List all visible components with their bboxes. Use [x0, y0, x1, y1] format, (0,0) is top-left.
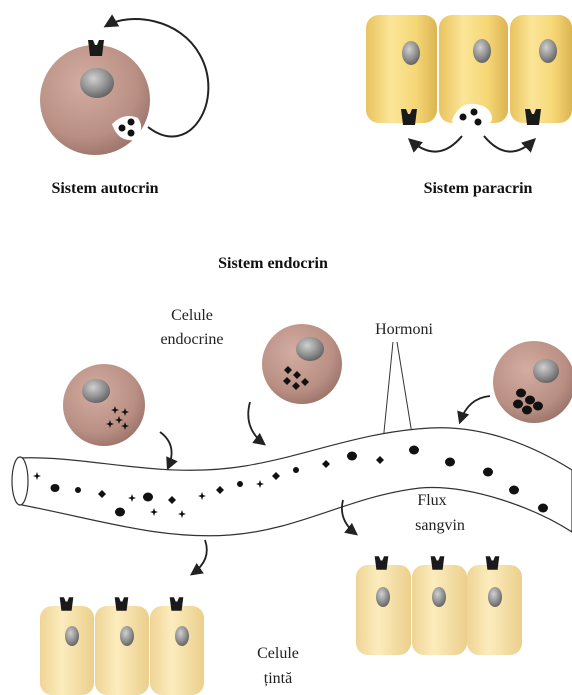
curved-arrow-icon	[160, 432, 172, 468]
paracrine-panel: Sistem paracrin	[366, 15, 572, 197]
hormones-pointer	[397, 342, 413, 440]
target-cells-left	[40, 597, 204, 695]
target-nucleus	[488, 587, 502, 607]
hormone-blob	[516, 389, 526, 398]
curved-arrow-icon	[410, 136, 462, 152]
hormone-blob	[483, 468, 493, 477]
hormone-dot	[460, 114, 467, 121]
target-cell	[40, 606, 94, 695]
autocrine-panel: Sistem autocrin	[40, 19, 208, 197]
endocrine-nucleus	[296, 337, 324, 361]
hormone-dot	[237, 481, 243, 487]
hormone-blob	[347, 452, 357, 461]
hormone-blob	[538, 504, 548, 513]
hormone-blob	[522, 406, 532, 415]
hormone-blob	[525, 396, 535, 405]
endocrine-cell	[63, 364, 145, 446]
target-cell	[95, 606, 149, 695]
autocrine-receptor	[88, 40, 104, 56]
target-nucleus	[432, 587, 446, 607]
hormone-blob	[533, 402, 543, 411]
paracrine-nucleus	[402, 41, 420, 65]
target-nucleus	[175, 626, 189, 646]
curved-arrow-icon	[248, 402, 264, 444]
target-receptor	[60, 597, 74, 611]
target-cell	[150, 606, 204, 695]
paracrine-cell	[510, 15, 572, 123]
curved-arrow-icon	[192, 540, 207, 574]
target-cells-label: țintă	[264, 670, 292, 687]
endocrine-cells-label: Celule	[171, 307, 213, 324]
target-receptor	[486, 556, 500, 570]
target-receptor	[170, 597, 184, 611]
blood-flow-label: Flux	[417, 492, 446, 509]
hormone-dot	[293, 467, 299, 473]
blood-flow-label: sangvin	[415, 517, 465, 534]
hormone-dot	[475, 119, 482, 126]
endocrine-cell-1	[63, 364, 145, 446]
target-cells-right	[356, 556, 522, 655]
endocrine-nucleus	[82, 379, 110, 403]
target-cell	[356, 565, 411, 655]
endocrine-cells-label: endocrine	[160, 331, 223, 348]
endocrine-nucleus	[533, 359, 559, 383]
target-cell	[412, 565, 467, 655]
paracrine-label: Sistem paracrin	[424, 180, 533, 197]
target-nucleus	[376, 587, 390, 607]
hormone-dot	[128, 130, 135, 137]
hormone-blob	[143, 493, 153, 502]
vessel-opening	[12, 457, 28, 505]
hormone-dot	[75, 487, 81, 493]
curved-arrow-icon	[460, 396, 490, 422]
target-receptor	[431, 556, 445, 570]
autocrine-nucleus	[80, 68, 114, 98]
hormone-blob	[513, 400, 523, 409]
paracrine-cell	[366, 15, 437, 123]
endocrine-cell	[262, 324, 342, 404]
hormone-dot	[119, 125, 126, 132]
endocrine-cell-3	[493, 341, 572, 423]
hormone-blob	[51, 484, 60, 492]
hormone-dot	[471, 109, 478, 116]
endocrine-cell-2	[262, 324, 342, 404]
target-cell	[467, 565, 522, 655]
hormone-blob	[115, 508, 125, 517]
hormone-blob	[509, 486, 519, 495]
curved-arrow-icon	[484, 136, 534, 152]
target-nucleus	[65, 626, 79, 646]
hormones-label: Hormoni	[375, 321, 433, 338]
hormone-blob	[409, 446, 419, 455]
target-nucleus	[120, 626, 134, 646]
autocrine-label: Sistem autocrin	[51, 180, 158, 197]
endocrine-cell	[493, 341, 572, 423]
paracrine-nucleus	[539, 39, 557, 63]
endocrine-title: Sistem endocrin	[218, 255, 328, 272]
hormone-dot	[128, 119, 135, 126]
target-receptor	[115, 597, 129, 611]
target-cells-label: Celule	[257, 645, 299, 662]
target-receptor	[375, 556, 389, 570]
hormone-blob	[445, 458, 455, 467]
paracrine-nucleus	[473, 39, 491, 63]
